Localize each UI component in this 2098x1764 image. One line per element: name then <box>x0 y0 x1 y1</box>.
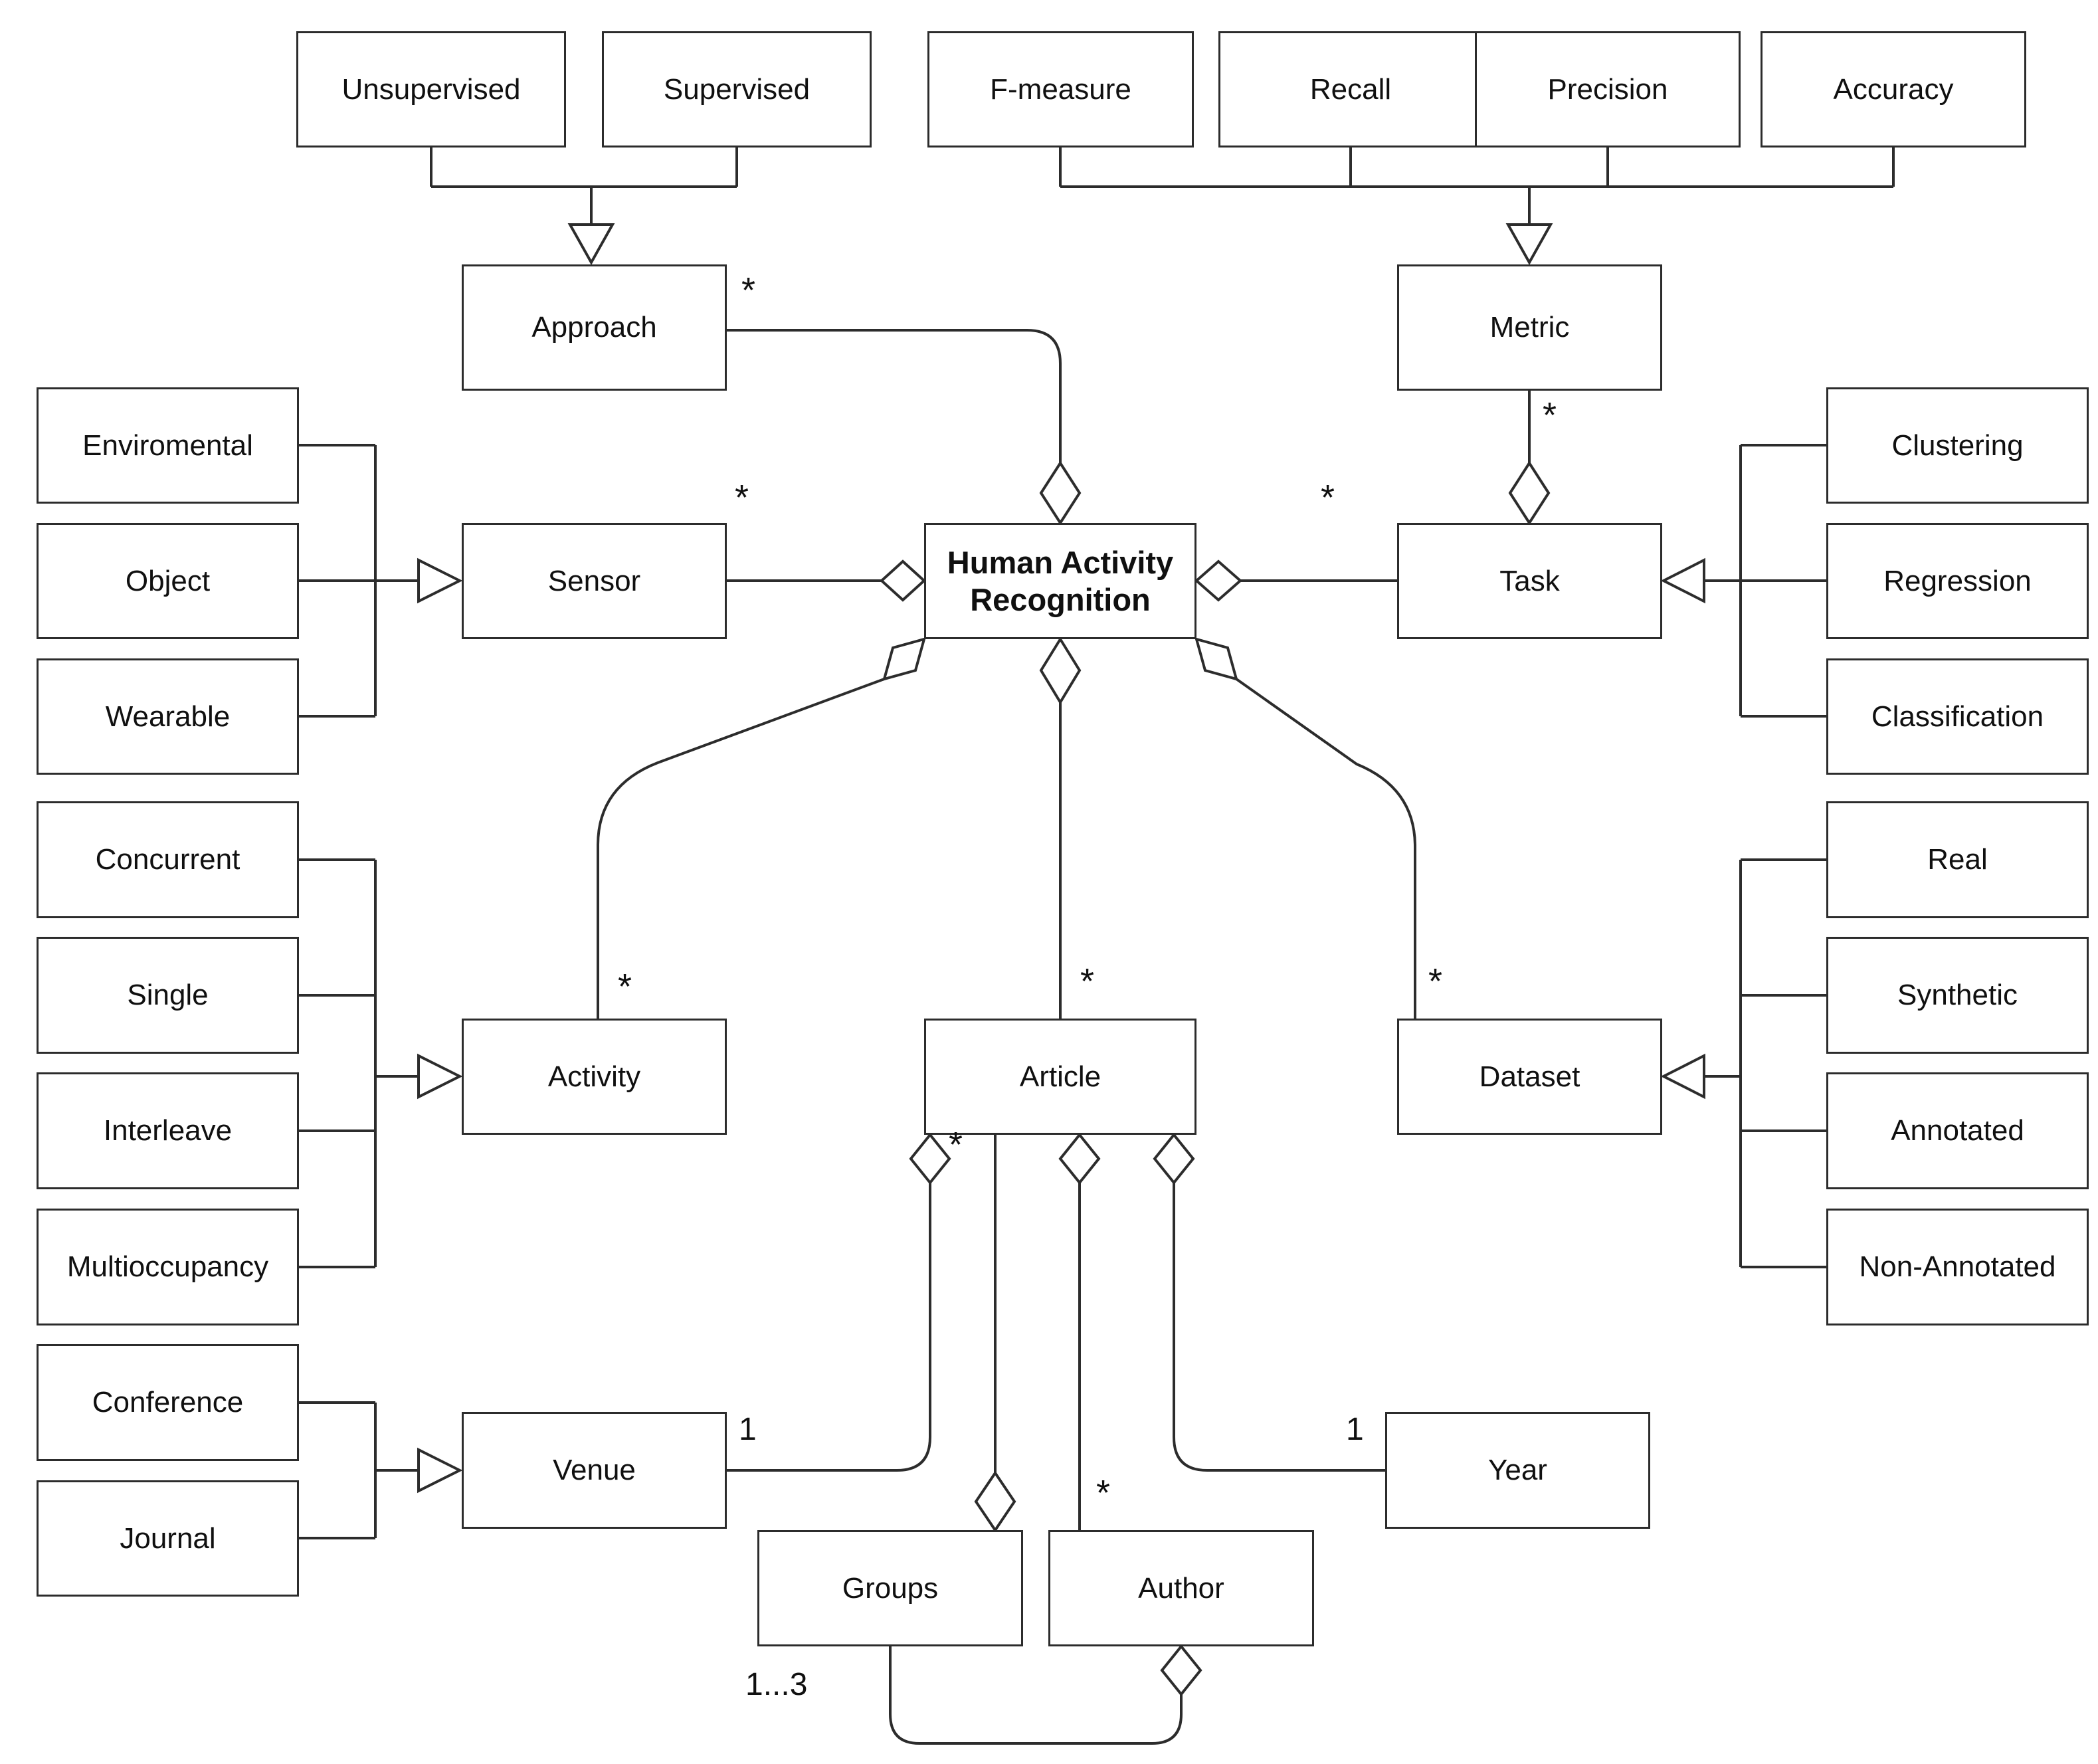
diamond-groups-top <box>974 1470 1016 1533</box>
diamond-article-author <box>1058 1132 1101 1185</box>
edge-venue-types-join <box>299 1401 419 1539</box>
node-concurrent: Concurrent <box>37 801 299 918</box>
edge-article-venue <box>727 1183 931 1472</box>
node-object: Object <box>37 523 299 639</box>
node-article: Article <box>924 1019 1196 1135</box>
node-regression: Regression <box>1826 523 2089 639</box>
node-groups: Groups <box>757 1530 1023 1646</box>
edge-metrics-join <box>1059 147 1895 225</box>
edge-author-groups <box>889 1646 1183 1745</box>
multiplicity-har-task: * <box>1321 478 1335 518</box>
node-synthetic: Synthetic <box>1826 937 2089 1054</box>
diamond-author-bottom <box>1160 1644 1202 1697</box>
diamond-har-bottom-right <box>1194 637 1238 681</box>
multiplicity-article-author: * <box>1096 1473 1111 1513</box>
multiplicity-metric-task: * <box>1543 395 1557 435</box>
node-task: Task <box>1397 523 1662 639</box>
edge-dataset-types-join <box>1704 858 1826 1268</box>
node-journal: Journal <box>37 1480 299 1597</box>
node-supervised: Supervised <box>602 31 872 147</box>
node-conference: Conference <box>37 1344 299 1461</box>
multiplicity-article-venue: * <box>949 1125 963 1165</box>
node-single: Single <box>37 937 299 1054</box>
diamond-har-left <box>880 559 926 602</box>
node-annotated: Annotated <box>1826 1072 2089 1189</box>
node-accuracy: Accuracy <box>1761 31 2026 147</box>
node-recall: Recall <box>1218 31 1483 147</box>
multiplicity-approach-har: * <box>741 270 756 310</box>
diamond-har-right <box>1194 559 1243 602</box>
multiplicity-year-one: 1 <box>1346 1412 1364 1447</box>
node-dataset: Dataset <box>1397 1019 1662 1135</box>
diamond-article-year <box>1153 1132 1195 1185</box>
edge-task-types-join <box>1704 444 1826 718</box>
triangle-into-sensor <box>417 557 463 604</box>
triangle-into-metric <box>1505 223 1553 266</box>
node-non-annotated: Non-Annotated <box>1826 1209 2089 1325</box>
edge-approach-har <box>727 329 1062 463</box>
edge-sensor-types-join <box>299 444 419 718</box>
multiplicity-har-article: * <box>1080 961 1095 1001</box>
edge-har-dataset <box>1235 678 1416 1019</box>
node-interleave: Interleave <box>37 1072 299 1189</box>
node-activity: Activity <box>462 1019 727 1135</box>
edge-activity-types-join <box>299 858 419 1268</box>
diamond-article-venue <box>909 1132 951 1185</box>
edge-supervision-join <box>430 147 738 225</box>
node-clustering: Clustering <box>1826 387 2089 504</box>
triangle-into-activity <box>417 1053 463 1100</box>
diamond-har-bottom-left <box>882 637 926 681</box>
node-multioccupancy: Multioccupancy <box>37 1209 299 1325</box>
node-wearable: Wearable <box>37 658 299 775</box>
edge-article-year <box>1173 1183 1385 1472</box>
triangle-into-dataset <box>1660 1053 1705 1100</box>
node-f-measure: F-measure <box>927 31 1194 147</box>
triangle-into-venue <box>417 1447 463 1494</box>
edge-har-activity <box>597 678 885 1019</box>
node-enviromental: Enviromental <box>37 387 299 504</box>
multiplicity-har-dataset: * <box>1428 961 1443 1001</box>
node-precision: Precision <box>1475 31 1741 147</box>
multiplicity-author-groups: 1...3 <box>745 1667 808 1702</box>
triangle-into-task <box>1660 557 1705 604</box>
diamond-har-bottom <box>1039 637 1082 705</box>
diamond-har-top <box>1039 460 1082 526</box>
node-year: Year <box>1385 1412 1650 1529</box>
node-human-activity-recognition: Human Activity Recognition <box>924 523 1196 639</box>
triangle-into-approach <box>567 223 615 266</box>
node-unsupervised: Unsupervised <box>296 31 566 147</box>
node-author: Author <box>1048 1530 1314 1646</box>
node-sensor: Sensor <box>462 523 727 639</box>
multiplicity-venue-one: 1 <box>739 1412 757 1447</box>
node-venue: Venue <box>462 1412 727 1529</box>
multiplicity-har-activity: * <box>618 967 632 1007</box>
multiplicity-sensor-har: * <box>735 478 749 518</box>
node-approach: Approach <box>462 264 727 391</box>
node-classification: Classification <box>1826 658 2089 775</box>
diamond-task-top <box>1508 460 1551 526</box>
node-metric: Metric <box>1397 264 1662 391</box>
node-real: Real <box>1826 801 2089 918</box>
